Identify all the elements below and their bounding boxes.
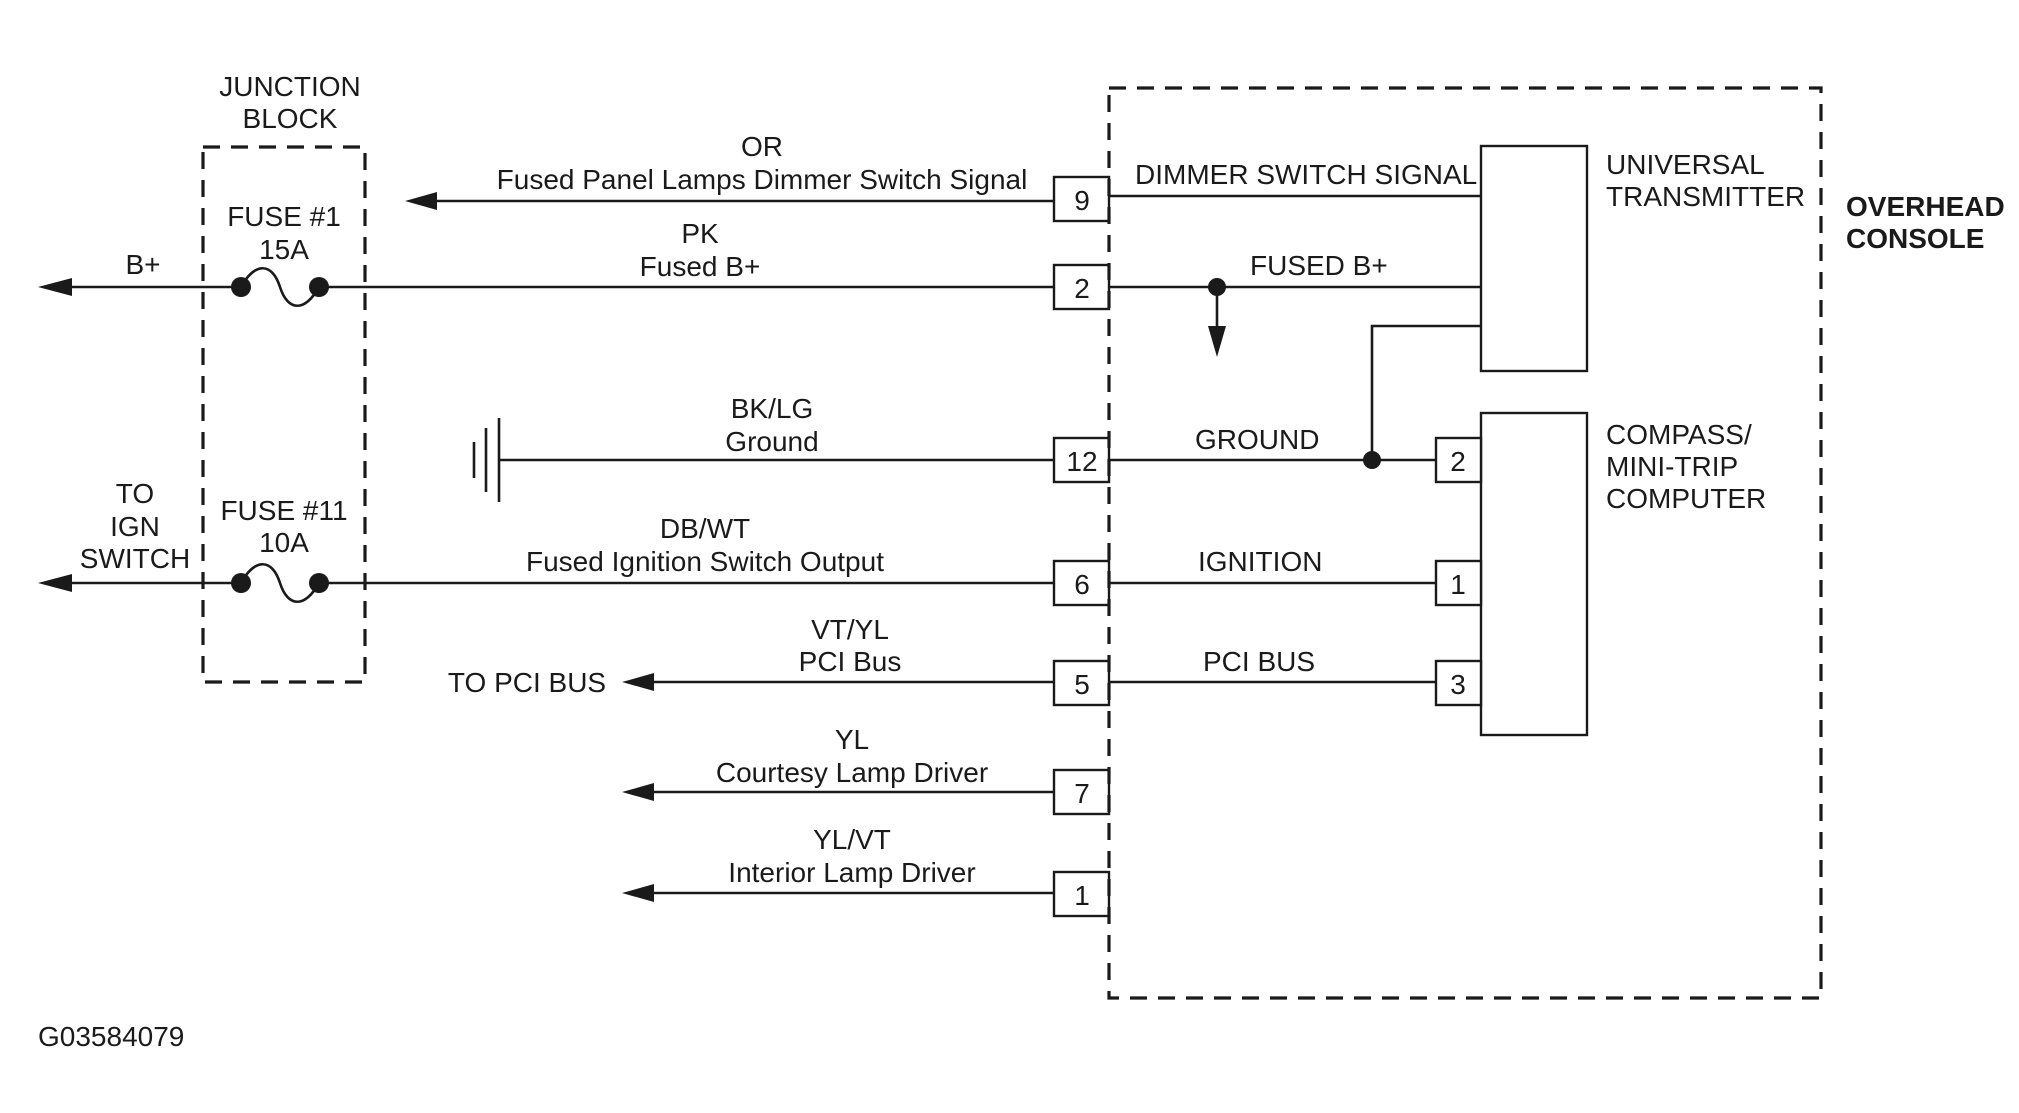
fuse1-name: FUSE #1 <box>227 201 341 232</box>
compass-module-box <box>1479 411 1589 737</box>
circuit-5-color: VT/YL <box>811 614 889 645</box>
compass-label-line1: COMPASS/ <box>1606 419 1752 450</box>
circuit-9-color: OR <box>741 131 783 162</box>
circuit-1-color: YL/VT <box>813 824 891 855</box>
pin-1-box <box>1052 870 1111 918</box>
pin-12-box <box>1052 436 1111 484</box>
compass-pin-2-label: 2 <box>1450 446 1466 477</box>
overhead-console-title-line2: CONSOLE <box>1846 223 1984 254</box>
circuit-7-wire <box>622 783 1054 801</box>
to-ign-switch-label-line1: TO <box>116 478 154 509</box>
circuit-9-description: Fused Panel Lamps Dimmer Switch Signal <box>497 164 1028 195</box>
circuit-6-wire <box>38 574 1054 592</box>
to-pci-bus-label: TO PCI BUS <box>448 667 606 698</box>
fuse11-rating: 10A <box>259 527 309 558</box>
circuit-6-color: DB/WT <box>660 513 750 544</box>
pin-1-label: 1 <box>1074 880 1090 911</box>
circuit-2-arrow <box>38 278 72 296</box>
compass-mini-trip-computer: COMPASS/ MINI-TRIP COMPUTER 2 1 3 <box>1434 411 1766 737</box>
universal-transmitter-box <box>1479 144 1589 373</box>
circuit-6-arrow <box>38 574 72 592</box>
fuse1-element <box>239 267 321 307</box>
circuit-9-arrow <box>405 192 437 210</box>
junction-block-title-line1: JUNCTION <box>219 71 361 102</box>
junction-block: JUNCTION BLOCK FUSE #1 15A FUSE #11 10A <box>201 71 367 684</box>
circuit-9-wire <box>405 192 1054 210</box>
connector-pins: 9 2 12 6 5 7 1 <box>1052 175 1111 918</box>
circuit-12-wire <box>472 418 1054 502</box>
b-plus-label: B+ <box>125 249 160 280</box>
circuit-5-wire <box>622 673 1054 691</box>
circuit-labels: OR Fused Panel Lamps Dimmer Switch Signa… <box>497 131 1028 888</box>
compass-pin-1-label: 1 <box>1450 569 1466 600</box>
circuit-2-description: Fused B+ <box>640 251 761 282</box>
pin-2-label: 2 <box>1074 273 1090 304</box>
universal-transmitter-label-line2: TRANSMITTER <box>1606 181 1805 212</box>
circuit-5-description: PCI Bus <box>799 646 902 677</box>
fuse11-element <box>239 563 321 603</box>
junction-block-outline <box>201 145 367 684</box>
compass-pin-1-box <box>1434 559 1483 607</box>
fuse1-symbol <box>231 267 329 307</box>
circuit-7-description: Courtesy Lamp Driver <box>716 757 988 788</box>
junction-block-title-line2: BLOCK <box>243 103 338 134</box>
dimmer-signal-label: DIMMER SWITCH SIGNAL <box>1135 159 1477 190</box>
pin-5-label: 5 <box>1074 669 1090 700</box>
fuse11-name: FUSE #11 <box>220 495 347 526</box>
circuit-6-description: Fused Ignition Switch Output <box>526 546 884 577</box>
compass-pin-3-label: 3 <box>1450 669 1466 700</box>
circuit-1-wire <box>622 884 1054 902</box>
pin-2-box <box>1052 263 1111 311</box>
ground-label: GROUND <box>1195 424 1319 455</box>
pin-12-label: 12 <box>1066 446 1097 477</box>
circuit-1-description: Interior Lamp Driver <box>728 857 975 888</box>
circuit-1-arrow <box>622 884 654 902</box>
overhead-console-title-line1: OVERHEAD <box>1846 191 2005 222</box>
circuit-5-arrow <box>622 673 654 691</box>
circuit-7-color: YL <box>835 724 869 755</box>
compass-label-line3: COMPUTER <box>1606 483 1766 514</box>
pin-9-box <box>1052 175 1111 223</box>
fused-b-branch-arrow <box>1208 326 1226 357</box>
circuit-12-color: BK/LG <box>731 393 813 424</box>
pci-bus-label: PCI BUS <box>1203 646 1315 677</box>
overhead-console-outline <box>1107 86 1823 1000</box>
overhead-console: OVERHEAD CONSOLE <box>1107 86 2005 1000</box>
ground-branch-to-transmitter <box>1370 324 1481 460</box>
pin-9-label: 9 <box>1074 185 1090 216</box>
fuse11-symbol <box>231 563 329 603</box>
fuse1-rating: 15A <box>259 234 309 265</box>
pin-6-label: 6 <box>1074 569 1090 600</box>
circuit-12-description: Ground <box>725 426 818 457</box>
circuit-2-wire <box>38 278 1054 296</box>
ignition-label: IGNITION <box>1198 546 1322 577</box>
universal-transmitter-label-line1: UNIVERSAL <box>1606 149 1765 180</box>
console-internal-wiring: DIMMER SWITCH SIGNAL FUSED B+ GROUND IGN… <box>1109 159 1481 684</box>
pin-6-box <box>1052 559 1111 607</box>
pin-7-box <box>1052 768 1111 816</box>
circuit-7-arrow <box>622 783 654 801</box>
circuit-2-color: PK <box>681 218 719 249</box>
compass-label-line2: MINI-TRIP <box>1606 451 1738 482</box>
to-ign-switch-label-line2: IGN <box>110 511 160 542</box>
to-ign-switch-label-line3: SWITCH <box>80 543 190 574</box>
compass-pin-2-box <box>1434 436 1483 484</box>
figure-id: G03584079 <box>38 1021 184 1052</box>
universal-transmitter: UNIVERSAL TRANSMITTER <box>1479 144 1805 373</box>
fused-b-label: FUSED B+ <box>1250 250 1388 281</box>
pin-7-label: 7 <box>1074 778 1090 809</box>
